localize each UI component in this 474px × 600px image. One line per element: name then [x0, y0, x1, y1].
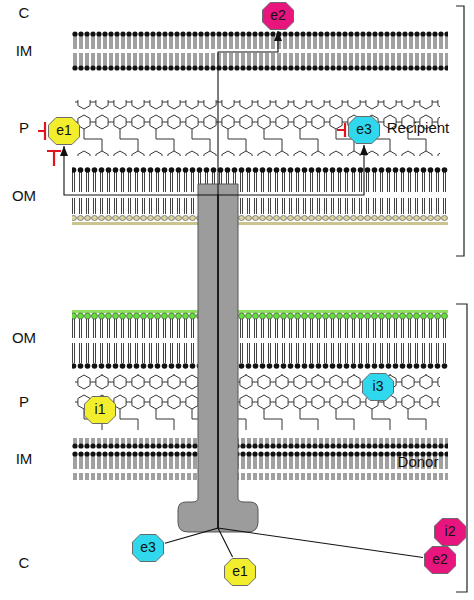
transport-arrow	[218, 31, 423, 558]
protein-octagon: i2	[434, 518, 466, 546]
octagon-outline	[263, 3, 294, 30]
peptidoglycan	[75, 374, 440, 430]
octagon-outline	[425, 547, 456, 574]
protein-octagon: i1	[84, 396, 116, 424]
octagon-outline	[349, 117, 380, 144]
peptidoglycan	[75, 100, 440, 156]
region-label: P	[19, 394, 29, 411]
region-label: IM	[16, 43, 33, 60]
region-label: IM	[16, 451, 33, 468]
protein-name: e1	[232, 564, 248, 579]
inhibition-mark	[337, 123, 345, 137]
transport-arrow	[165, 145, 364, 543]
outer-membrane	[72, 166, 448, 226]
region-label: OM	[12, 188, 36, 205]
protein-name: i1	[95, 402, 106, 417]
octagon-outline	[435, 519, 466, 546]
inner-membrane	[72, 30, 448, 72]
protein-octagon: e3	[132, 534, 164, 562]
octagon-outline	[49, 118, 80, 145]
octagon-outline	[85, 397, 116, 424]
protein-name: e1	[56, 123, 72, 138]
cell-bracket	[456, 6, 464, 256]
region-label: Recipient	[387, 120, 450, 137]
inhibition-mark	[38, 122, 45, 140]
protein-octagon: e3	[348, 116, 380, 144]
region-label: C	[19, 555, 30, 572]
octagon-outline	[363, 374, 394, 401]
inner-membrane	[72, 438, 448, 480]
region-label: C	[19, 5, 30, 22]
region-label: OM	[12, 330, 36, 347]
protein-name: e3	[140, 540, 156, 555]
octagon-outline	[133, 535, 164, 562]
cell-bracket	[456, 304, 467, 592]
protein-octagon: e2	[262, 2, 294, 30]
inhibition-mark	[47, 151, 61, 166]
region-label: P	[19, 120, 29, 137]
protein-name: e2	[432, 552, 448, 567]
protein-name: i3	[373, 379, 384, 394]
protein-octagon: e1	[224, 558, 256, 586]
region-label: Donor	[398, 454, 439, 471]
protein-name: e3	[356, 122, 372, 137]
protein-name: i2	[445, 524, 456, 539]
protein-octagon: i3	[362, 373, 394, 401]
transport-arrow	[64, 146, 233, 557]
outer-membrane	[72, 310, 448, 370]
protein-name: e2	[270, 8, 286, 23]
protein-octagon: e2	[424, 546, 456, 574]
protein-octagon: e1	[48, 117, 80, 145]
octagon-outline	[225, 559, 256, 586]
